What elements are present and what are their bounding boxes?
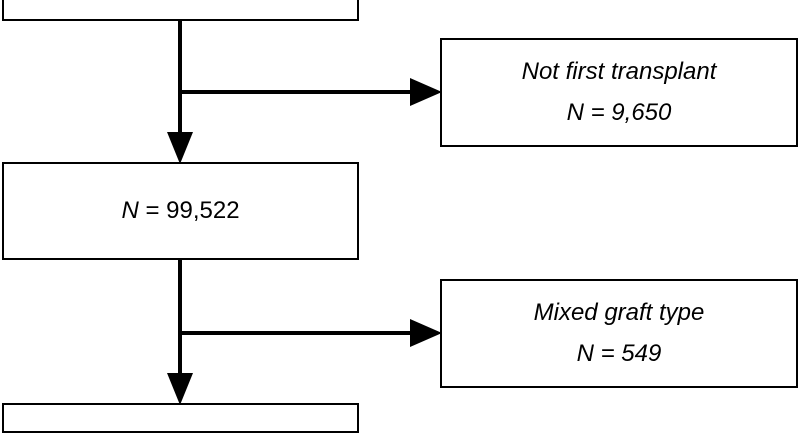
arrowhead-down-lower [167,373,193,405]
main-count-box: N = 99,522 [2,162,359,260]
arrowhead-right-lower [410,319,442,347]
main-count-equals: = [138,197,167,224]
exclusion-count: N = 9,650 [566,99,672,126]
exclusion-label: Not first transplant [521,58,717,85]
bottom-box-partial [2,403,359,433]
main-count-value: 99,522 [166,197,240,224]
arrowhead-down-upper [167,132,193,164]
exclusion-label: Mixed graft type [533,299,705,326]
arrowhead-right-upper [410,78,442,106]
main-count-n-symbol: N [121,197,139,224]
exclusion-count: N = 549 [576,340,662,367]
exclusion-box-not-first-transplant: Not first transplant N = 9,650 [440,38,798,147]
main-count-text: N = 99,522 [121,199,239,223]
top-box-partial [2,0,359,21]
flowchart-connectors [167,20,442,405]
exclusion-box-mixed-graft-type: Mixed graft type N = 549 [440,279,798,388]
